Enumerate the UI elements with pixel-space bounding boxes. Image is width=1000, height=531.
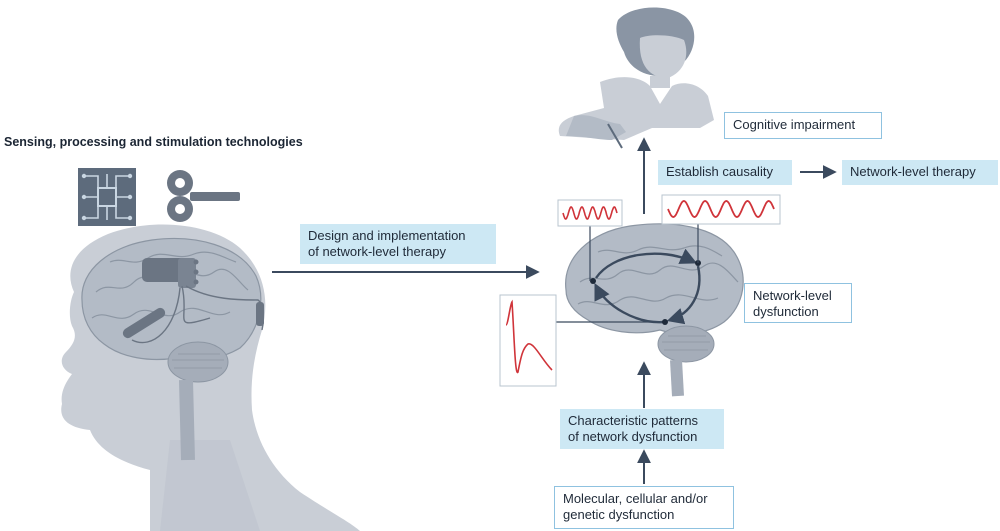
label-molecular-line1: Molecular, cellular and/or <box>563 491 708 506</box>
label-molecular-line2: genetic dysfunction <box>563 507 675 522</box>
person-silhouette <box>558 7 714 149</box>
label-network-therapy: Network-level therapy <box>842 160 998 185</box>
label-patterns: Characteristic patterns of network dysfu… <box>560 409 724 449</box>
label-patterns-line2: of network dysfunction <box>568 429 698 444</box>
label-design-line1: Design and implementation <box>308 228 466 243</box>
label-design: Design and implementation of network-lev… <box>300 224 496 264</box>
chip-icon <box>78 168 136 226</box>
label-cognitive: Cognitive impairment <box>724 112 882 139</box>
label-design-line2: of network-level therapy <box>308 244 447 259</box>
label-patterns-line1: Characteristic patterns <box>568 413 699 428</box>
label-causality: Establish causality <box>658 160 792 185</box>
label-network-dysfunction-line2: dysfunction <box>753 304 819 319</box>
oscillation-trace <box>557 194 781 227</box>
label-network-dysfunction: Network-level dysfunction <box>744 283 852 323</box>
evoked-response-trace <box>499 294 557 387</box>
label-network-dysfunction-line1: Network-level <box>753 288 832 303</box>
head-with-implant <box>61 224 360 531</box>
stimulator-key-icon <box>167 170 240 222</box>
label-molecular: Molecular, cellular and/or genetic dysfu… <box>554 486 734 529</box>
section-title: Sensing, processing and stimulation tech… <box>4 135 303 149</box>
brain-network <box>556 222 744 397</box>
